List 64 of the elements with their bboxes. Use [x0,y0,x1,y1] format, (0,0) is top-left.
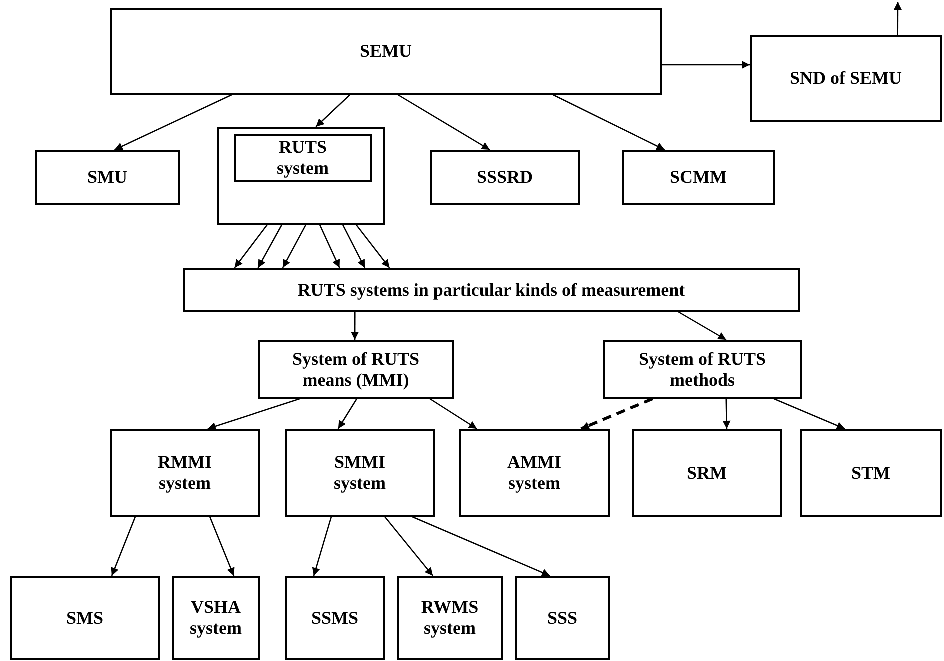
arrow [234,224,268,268]
process-box [285,576,385,660]
arrow [342,224,366,268]
box-label: VSHA system [189,597,243,639]
process-box [110,8,662,95]
box-label: RWMS system [420,597,480,639]
process-box [800,429,942,517]
process-box [459,429,610,517]
arrow [312,516,332,576]
arrow [114,94,232,151]
process-box [750,35,942,122]
process-box [397,576,503,660]
box-label: SSMS [310,608,360,628]
box-label: RMMI system [157,452,213,494]
arrow [319,224,340,268]
arrow [282,224,307,268]
process-box [35,150,180,205]
box-label: RUTS systems in particular kinds of measurement [296,280,686,300]
box-label: SMS [65,608,104,628]
arrow [430,398,478,430]
arrow [412,516,550,577]
box-label: SND of SEMU [788,68,903,89]
box-label: System of RUTS means (MMI) [291,348,420,390]
box-label: SMMI system [333,452,387,494]
process-box [172,576,260,660]
process-box [622,150,775,205]
arrow [398,94,490,151]
box-label: SMU [86,167,128,188]
box-label: SRM [686,462,728,484]
container-box [217,127,385,225]
box-label: STM [850,462,892,484]
process-box [430,150,580,205]
process-box [603,340,802,399]
arrow [316,94,351,128]
process-box [285,429,435,517]
process-box [515,576,610,660]
arrow [356,224,390,268]
arrow [722,398,731,430]
box-label: SSS [546,608,579,628]
arrow [894,2,902,35]
process-box [183,268,800,312]
box-label: SCMM [669,167,728,188]
dashed-arrow [580,398,654,430]
box-label: RUTS system [276,137,330,179]
box-label: SSSRD [476,167,534,188]
box-label: System of RUTS methods [638,348,767,390]
arrow [678,311,727,341]
process-box [234,134,372,182]
box-label: SEMU [358,41,413,62]
arrow [351,312,360,340]
arrow [774,398,846,430]
process-box [258,340,454,399]
arrow [111,516,136,576]
arrow [384,516,434,576]
arrow [208,398,300,430]
arrow [552,94,666,151]
arrow [209,516,235,576]
box-label: AMMI system [506,452,562,494]
process-box [10,576,160,660]
arrow [662,61,750,69]
process-box [110,429,260,517]
arrow [338,398,358,430]
arrow [258,224,283,268]
process-box [632,429,782,517]
